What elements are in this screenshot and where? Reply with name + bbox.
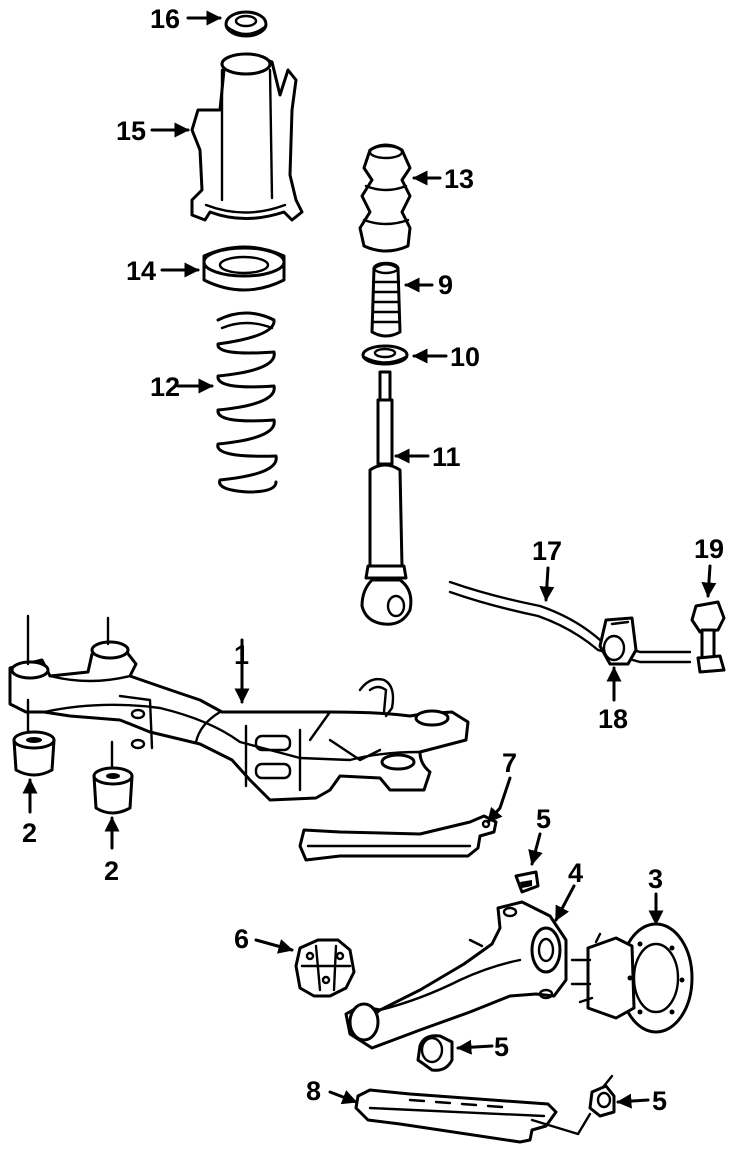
part-17-stabilizer-bar[interactable]: [448, 580, 692, 664]
part-11-shock-absorber[interactable]: [360, 370, 413, 626]
part-6-bracket[interactable]: [294, 938, 356, 998]
callout-18: 18: [598, 704, 628, 734]
callout-labels: 16 15 14 12 13 9 10 11 17 19 18 1 2 2 7 …: [22, 4, 724, 1116]
part-8-lower-arm[interactable]: [354, 1088, 592, 1144]
part-14-spring-seat[interactable]: [202, 245, 286, 292]
part-3-hub-assembly[interactable]: [570, 922, 694, 1034]
callout-17: 17: [532, 536, 562, 566]
part-2-bushing-right[interactable]: [92, 740, 134, 815]
callout-7: 7: [502, 748, 517, 778]
callout-12: 12: [150, 372, 180, 402]
callout-2-left: 2: [22, 818, 37, 848]
callout-3: 3: [648, 864, 663, 894]
callout-19: 19: [694, 534, 724, 564]
part-4-knuckle[interactable]: [344, 900, 568, 1050]
callout-8: 8: [306, 1076, 321, 1106]
callout-9: 9: [438, 270, 453, 300]
callout-1: 1: [234, 640, 249, 670]
callout-10: 10: [450, 342, 480, 372]
leader-lines: [22, 10, 717, 1109]
callout-13: 13: [444, 164, 474, 194]
part-9-dust-boot[interactable]: [370, 261, 402, 338]
callout-5-middle: 5: [494, 1032, 509, 1062]
part-16-mount-cap[interactable]: [224, 10, 268, 38]
part-1-crossmember[interactable]: [8, 614, 470, 802]
part-5-bushing-middle[interactable]: [416, 1034, 454, 1072]
callout-5-bottom: 5: [652, 1086, 667, 1116]
part-19-stabilizer-link[interactable]: [690, 600, 726, 674]
part-5-bushing-top[interactable]: [514, 870, 540, 894]
callout-15: 15: [116, 116, 146, 146]
callout-5-top: 5: [536, 804, 551, 834]
callout-16: 16: [150, 4, 180, 34]
part-10-washer[interactable]: [361, 344, 409, 366]
part-2-bushing-left[interactable]: [12, 698, 56, 777]
callout-2-right: 2: [104, 856, 119, 886]
part-18-stabilizer-bushing[interactable]: [598, 616, 638, 666]
part-12-coil-spring[interactable]: [216, 311, 278, 494]
part-7-upper-arm[interactable]: [298, 814, 498, 862]
callout-6: 6: [234, 924, 249, 954]
callout-14: 14: [126, 256, 156, 286]
callout-4: 4: [568, 858, 583, 888]
part-5-bushing-bottom[interactable]: [588, 1074, 616, 1118]
part-13-bump-stop[interactable]: [358, 143, 412, 253]
callout-11: 11: [432, 442, 461, 472]
part-15-strut-tower[interactable]: [190, 52, 304, 222]
